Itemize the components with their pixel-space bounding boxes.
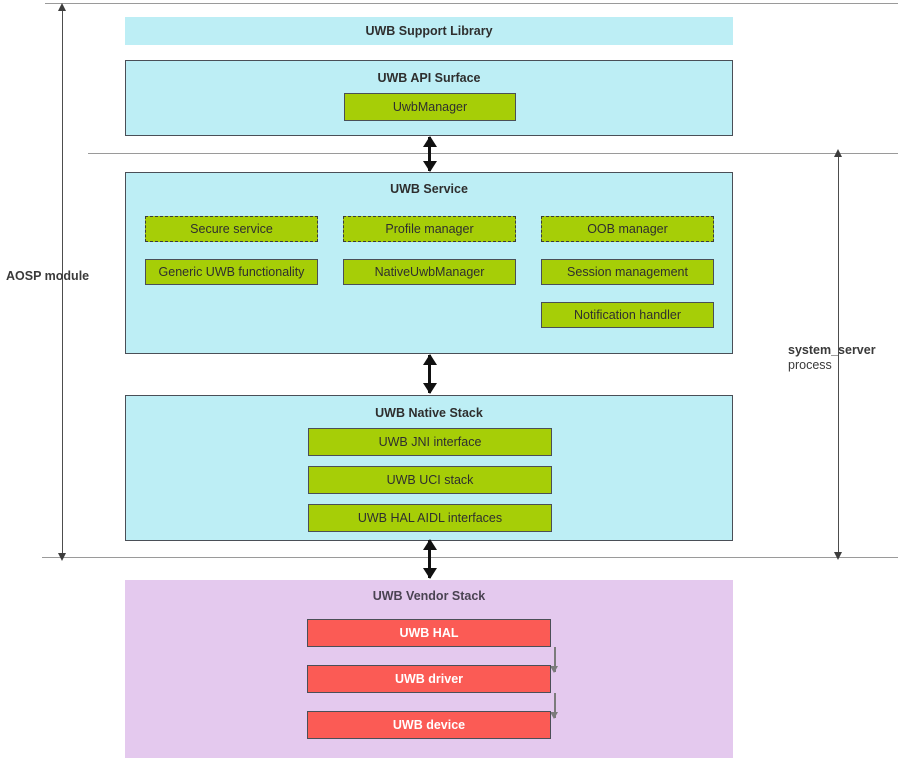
block-uwb-device[interactable]: UWB device [307,711,551,739]
arrow-down-icon [422,161,437,172]
block-oob-manager[interactable]: OOB manager [541,216,714,242]
arrow-shaft [553,693,556,718]
block-uwb-hal[interactable]: UWB HAL [307,619,551,647]
block-label: UWB UCI stack [386,473,474,487]
boundary-rule-top [45,3,898,4]
layer-title-api-surface: UWB API Surface [377,71,481,85]
connector-native-to-vendor [422,539,437,579]
block-generic-uwb-functionality[interactable]: Generic UWB functionality [145,259,318,285]
layer-support-library: UWB Support Library [125,17,733,45]
arrow-shaft [553,647,556,672]
connector-service-to-native [422,354,437,394]
block-uwb-hal-aidl-interfaces[interactable]: UWB HAL AIDL interfaces [308,504,552,532]
layer-vendor-stack: UWB Vendor Stack UWB HAL UWB driver UWB … [125,580,733,758]
block-secure-service[interactable]: Secure service [145,216,318,242]
block-label: UWB driver [394,672,464,686]
arrow-down-icon [422,383,437,394]
arrow-shaft [428,355,431,393]
block-label: Profile manager [385,222,474,236]
boundary-rule-api-service [88,153,898,154]
arrow-up-icon [422,354,437,365]
block-label: NativeUwbManager [374,265,485,279]
system-server-name: system_server [788,343,876,357]
arrow-down-icon [422,568,437,579]
block-label: Session management [567,265,688,279]
layer-title-support-library: UWB Support Library [365,24,493,38]
arrow-up-icon [58,3,66,11]
block-label: UWB JNI interface [378,435,482,449]
layer-title-native-stack: UWB Native Stack [375,406,483,420]
block-session-management[interactable]: Session management [541,259,714,285]
block-label: Generic UWB functionality [158,265,305,279]
layer-title-uwb-service: UWB Service [390,182,468,196]
system-server-sub: process [788,358,832,372]
block-native-uwb-manager[interactable]: NativeUwbManager [343,259,516,285]
connector-api-to-service [422,136,437,172]
arrow-up-icon [422,539,437,550]
block-uwb-jni-interface[interactable]: UWB JNI interface [308,428,552,456]
arrow-up-icon [834,149,842,157]
block-label: UwbManager [392,100,468,114]
layer-native-stack: UWB Native Stack UWB JNI interface UWB U… [125,395,733,541]
block-label: Notification handler [573,308,681,322]
arrow-shaft [428,137,431,171]
arrow-shaft [428,540,431,578]
aosp-module-label: AOSP module [6,269,89,284]
block-uwb-manager[interactable]: UwbManager [344,93,516,121]
system-server-label: system_server process [788,343,876,373]
aosp-module-span [58,3,66,561]
connector-hal-to-driver [547,647,562,673]
arrow-down-icon [550,666,558,673]
boundary-rule-bottom [42,557,898,558]
arrow-down-icon [58,553,66,561]
block-label: Secure service [190,222,273,236]
block-label: UWB device [392,718,466,732]
block-notification-handler[interactable]: Notification handler [541,302,714,328]
layer-title-vendor-stack: UWB Vendor Stack [372,589,486,603]
layer-uwb-service: UWB Service Secure service Profile manag… [125,172,733,354]
block-profile-manager[interactable]: Profile manager [343,216,516,242]
block-label: UWB HAL AIDL interfaces [357,511,503,525]
block-label: OOB manager [587,222,668,236]
block-uwb-uci-stack[interactable]: UWB UCI stack [308,466,552,494]
system-server-span [834,149,842,560]
arrow-up-icon [422,136,437,147]
connector-driver-to-device [547,693,562,719]
arrow-down-icon [550,712,558,719]
block-uwb-driver[interactable]: UWB driver [307,665,551,693]
arrow-down-icon [834,552,842,560]
block-label: UWB HAL [399,626,459,640]
aosp-module-text: AOSP module [6,269,90,283]
layer-api-surface: UWB API Surface UwbManager [125,60,733,136]
